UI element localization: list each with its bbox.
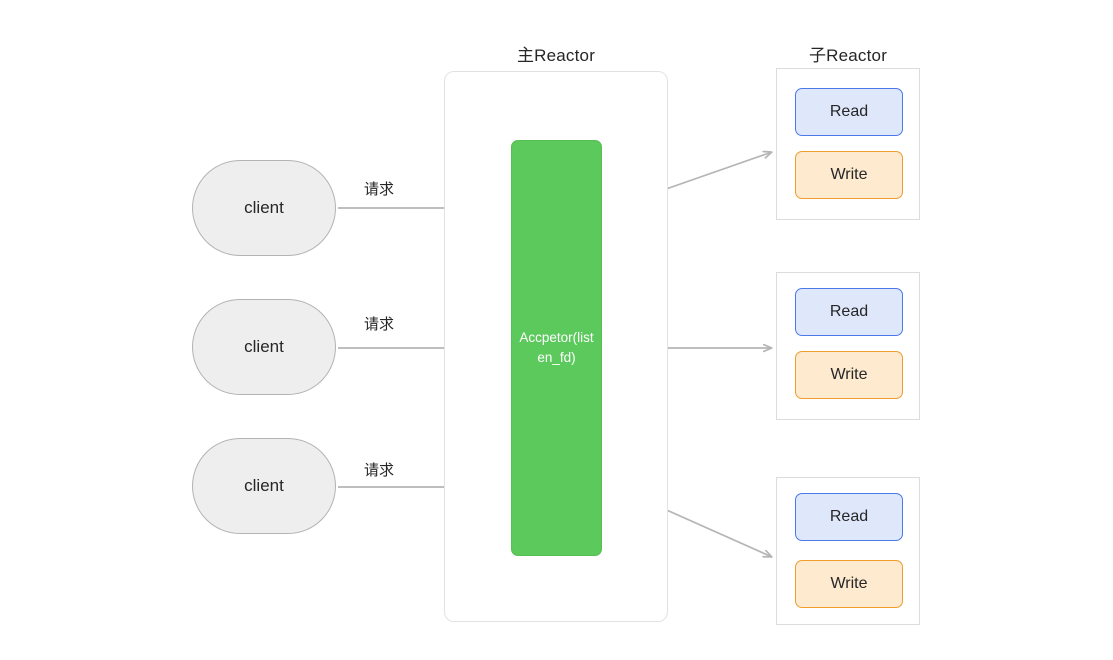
request-edge-label-1: 请求 — [364, 181, 395, 198]
write-handler-3[interactable]: Write — [795, 560, 903, 608]
client-label: client — [244, 198, 284, 217]
sub-reactor-container-2: Read Write — [776, 272, 920, 420]
write-label: Write — [830, 366, 868, 383]
read-label: Read — [829, 303, 869, 320]
request-edge-label-3: 请求 — [364, 462, 395, 479]
read-handler-3[interactable]: Read — [795, 493, 903, 541]
write-label: Write — [830, 166, 868, 183]
read-label: Read — [829, 103, 869, 120]
write-handler-2[interactable]: Write — [795, 351, 903, 399]
write-label: Write — [830, 575, 868, 592]
client-node-1[interactable]: client — [192, 160, 336, 256]
sub-reactor-container-1: Read Write — [776, 68, 920, 220]
read-handler-1[interactable]: Read — [795, 88, 903, 136]
client-node-2[interactable]: client — [192, 299, 336, 395]
acceptor-label: Accpetor(listen_fd) — [519, 330, 594, 365]
main-reactor-title: 主Reactor — [516, 46, 596, 65]
request-edge-label-2: 请求 — [364, 316, 395, 333]
client-label: client — [244, 476, 284, 495]
acceptor-node[interactable]: Accpetor(listen_fd) — [511, 140, 602, 556]
client-label: client — [244, 337, 284, 356]
write-handler-1[interactable]: Write — [795, 151, 903, 199]
read-label: Read — [829, 508, 869, 525]
sub-reactor-title: 子Reactor — [808, 46, 888, 65]
client-node-3[interactable]: client — [192, 438, 336, 534]
read-handler-2[interactable]: Read — [795, 288, 903, 336]
sub-reactor-container-3: Read Write — [776, 477, 920, 625]
